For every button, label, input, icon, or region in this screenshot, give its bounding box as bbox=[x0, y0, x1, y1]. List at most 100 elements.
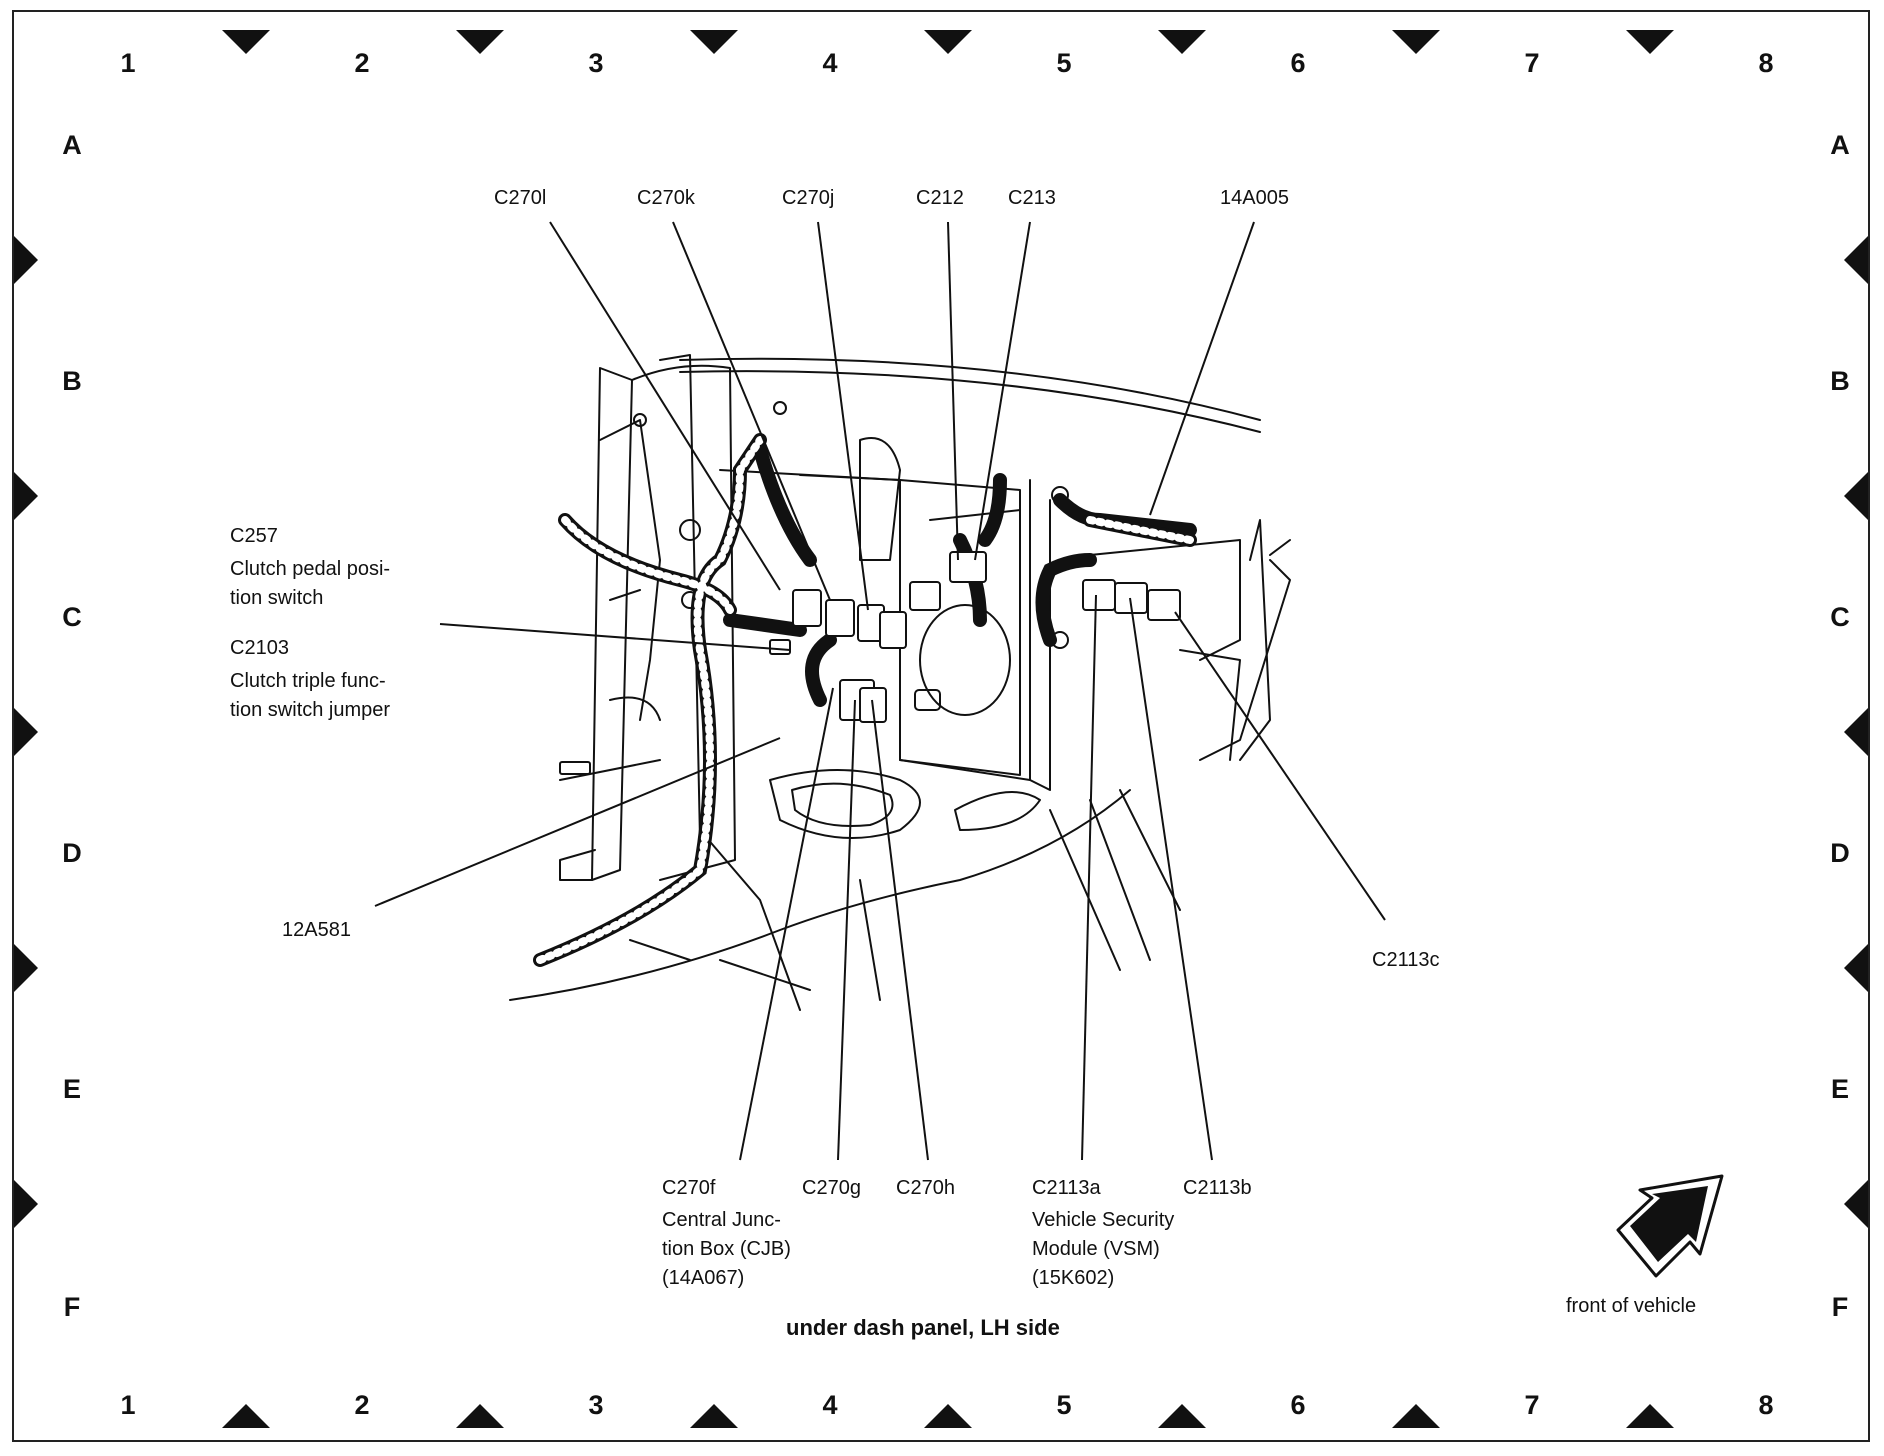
grid-col-3-top: 3 bbox=[588, 48, 604, 78]
callout-c2103-desc-line1: Clutch triple func- bbox=[230, 670, 386, 692]
callout-c2113b: C2113b bbox=[1183, 1177, 1252, 1199]
diagram-caption: under dash panel, LH side bbox=[786, 1315, 1060, 1340]
callout-c213: C213 bbox=[1008, 187, 1056, 209]
grid-row-a-left: A bbox=[62, 130, 82, 160]
callout-vsm-line1: Vehicle Security bbox=[1032, 1209, 1175, 1231]
diagram-frame bbox=[12, 10, 1870, 1442]
border-marker bbox=[1844, 236, 1868, 284]
border-marker bbox=[456, 1404, 504, 1428]
border-marker bbox=[1626, 30, 1674, 54]
grid-row-e-left: E bbox=[62, 1074, 81, 1104]
grid-col-8-top: 8 bbox=[1758, 48, 1774, 78]
border-marker bbox=[1844, 944, 1868, 992]
grid-col-6-bottom: 6 bbox=[1290, 1390, 1306, 1420]
callout-c257-desc-line1: Clutch pedal posi- bbox=[230, 558, 391, 580]
callout-c2113c: C2113c bbox=[1372, 949, 1440, 971]
border-marker bbox=[690, 1404, 738, 1428]
leader-c2113b bbox=[1129, 597, 1213, 1161]
callout-12a581: 12A581 bbox=[282, 919, 351, 941]
border-marker bbox=[14, 472, 38, 520]
leader-c270l bbox=[549, 221, 781, 591]
border-marker bbox=[222, 1404, 270, 1428]
border-marker bbox=[14, 944, 38, 992]
grid-col-1-top: 1 bbox=[120, 48, 136, 78]
border-marker bbox=[1626, 1404, 1674, 1428]
border-marker bbox=[14, 1180, 38, 1228]
front-of-vehicle-label: front of vehicle bbox=[1566, 1295, 1697, 1317]
grid-col-2-top: 2 bbox=[354, 48, 370, 78]
border-marker bbox=[924, 30, 972, 54]
callout-c270g: C270g bbox=[802, 1177, 861, 1199]
grid-col-6-top: 6 bbox=[1290, 48, 1306, 78]
grid-col-5-top: 5 bbox=[1056, 48, 1072, 78]
callout-vsm-line3: (15K602) bbox=[1032, 1267, 1115, 1289]
border-marker bbox=[924, 1404, 972, 1428]
border-marker bbox=[1844, 1180, 1868, 1228]
grid-row-f-right: F bbox=[1831, 1292, 1849, 1322]
grid-row-d-left: D bbox=[62, 838, 82, 868]
vehicle-structure bbox=[509, 354, 1291, 1011]
leader-14a005 bbox=[1149, 221, 1255, 516]
callout-c270f: C270f bbox=[662, 1177, 716, 1199]
callout-c270j: C270j bbox=[782, 187, 835, 209]
grid-row-d-right: D bbox=[1830, 838, 1850, 868]
border-marker bbox=[456, 30, 504, 54]
grid-col-3-bottom: 3 bbox=[588, 1390, 604, 1420]
grid-col-5-bottom: 5 bbox=[1056, 1390, 1072, 1420]
callout-c2103-desc-line2: tion switch jumper bbox=[230, 699, 391, 721]
callout-c270l: C270l bbox=[494, 187, 547, 209]
grid-col-4-top: 4 bbox=[822, 48, 838, 78]
border-marker bbox=[14, 708, 38, 756]
grid-col-2-bottom: 2 bbox=[354, 1390, 370, 1420]
grid-col-4-bottom: 4 bbox=[822, 1390, 838, 1420]
callout-c257-desc-line2: tion switch bbox=[230, 587, 324, 609]
leader-c213 bbox=[974, 221, 1031, 561]
grid-row-a-right: A bbox=[1830, 130, 1850, 160]
border-marker bbox=[690, 30, 738, 54]
border-marker bbox=[1844, 472, 1868, 520]
leader-c270j bbox=[817, 221, 869, 611]
grid-row-b-left: B bbox=[62, 366, 82, 396]
callout-c212: C212 bbox=[916, 187, 964, 209]
grid-row-c-left: C bbox=[62, 602, 82, 632]
grid-col-8-bottom: 8 bbox=[1758, 1390, 1774, 1420]
border-marker bbox=[1158, 1404, 1206, 1428]
callout-cjb-line2: tion Box (CJB) bbox=[662, 1238, 791, 1260]
grid-row-b-right: B bbox=[1830, 366, 1850, 396]
connector-bodies bbox=[559, 551, 1181, 775]
leader-c270f bbox=[739, 687, 834, 1161]
leader-c212 bbox=[947, 221, 959, 561]
leader-12a581 bbox=[374, 737, 781, 907]
callout-leader-lines bbox=[374, 221, 1386, 1161]
callout-c270k: C270k bbox=[637, 187, 695, 209]
border-marker bbox=[222, 30, 270, 54]
callout-cjb-line1: Central Junc- bbox=[662, 1209, 781, 1231]
grid-col-7-bottom: 7 bbox=[1524, 1390, 1540, 1420]
leader-c257 bbox=[439, 623, 791, 651]
grid-col-7-top: 7 bbox=[1524, 48, 1540, 78]
callout-14a005: 14A005 bbox=[1220, 187, 1289, 209]
border-marker bbox=[1392, 1404, 1440, 1428]
callout-c270h: C270h bbox=[896, 1177, 955, 1199]
border-marker bbox=[1158, 30, 1206, 54]
leader-c2113a bbox=[1081, 594, 1097, 1161]
callout-cjb-line3: (14A067) bbox=[662, 1267, 745, 1289]
callout-vsm-line2: Module (VSM) bbox=[1032, 1238, 1160, 1260]
callout-c2113a: C2113a bbox=[1032, 1177, 1101, 1199]
leader-c270h bbox=[871, 699, 929, 1161]
leader-c270k bbox=[672, 221, 831, 601]
border-marker bbox=[14, 236, 38, 284]
border-triangle-markers bbox=[14, 30, 1868, 1428]
border-marker bbox=[1844, 708, 1868, 756]
harness-tape-pattern bbox=[536, 436, 1194, 964]
front-of-vehicle-arrow bbox=[1616, 1174, 1724, 1278]
callout-c257: C257 bbox=[230, 525, 278, 547]
grid-col-1-bottom: 1 bbox=[120, 1390, 136, 1420]
callout-c2103: C2103 bbox=[230, 637, 289, 659]
grid-row-e-right: E bbox=[1830, 1074, 1849, 1104]
leader-c2113c bbox=[1174, 611, 1386, 921]
leader-c270g bbox=[837, 699, 856, 1161]
border-marker bbox=[1392, 30, 1440, 54]
grid-row-c-right: C bbox=[1830, 602, 1850, 632]
